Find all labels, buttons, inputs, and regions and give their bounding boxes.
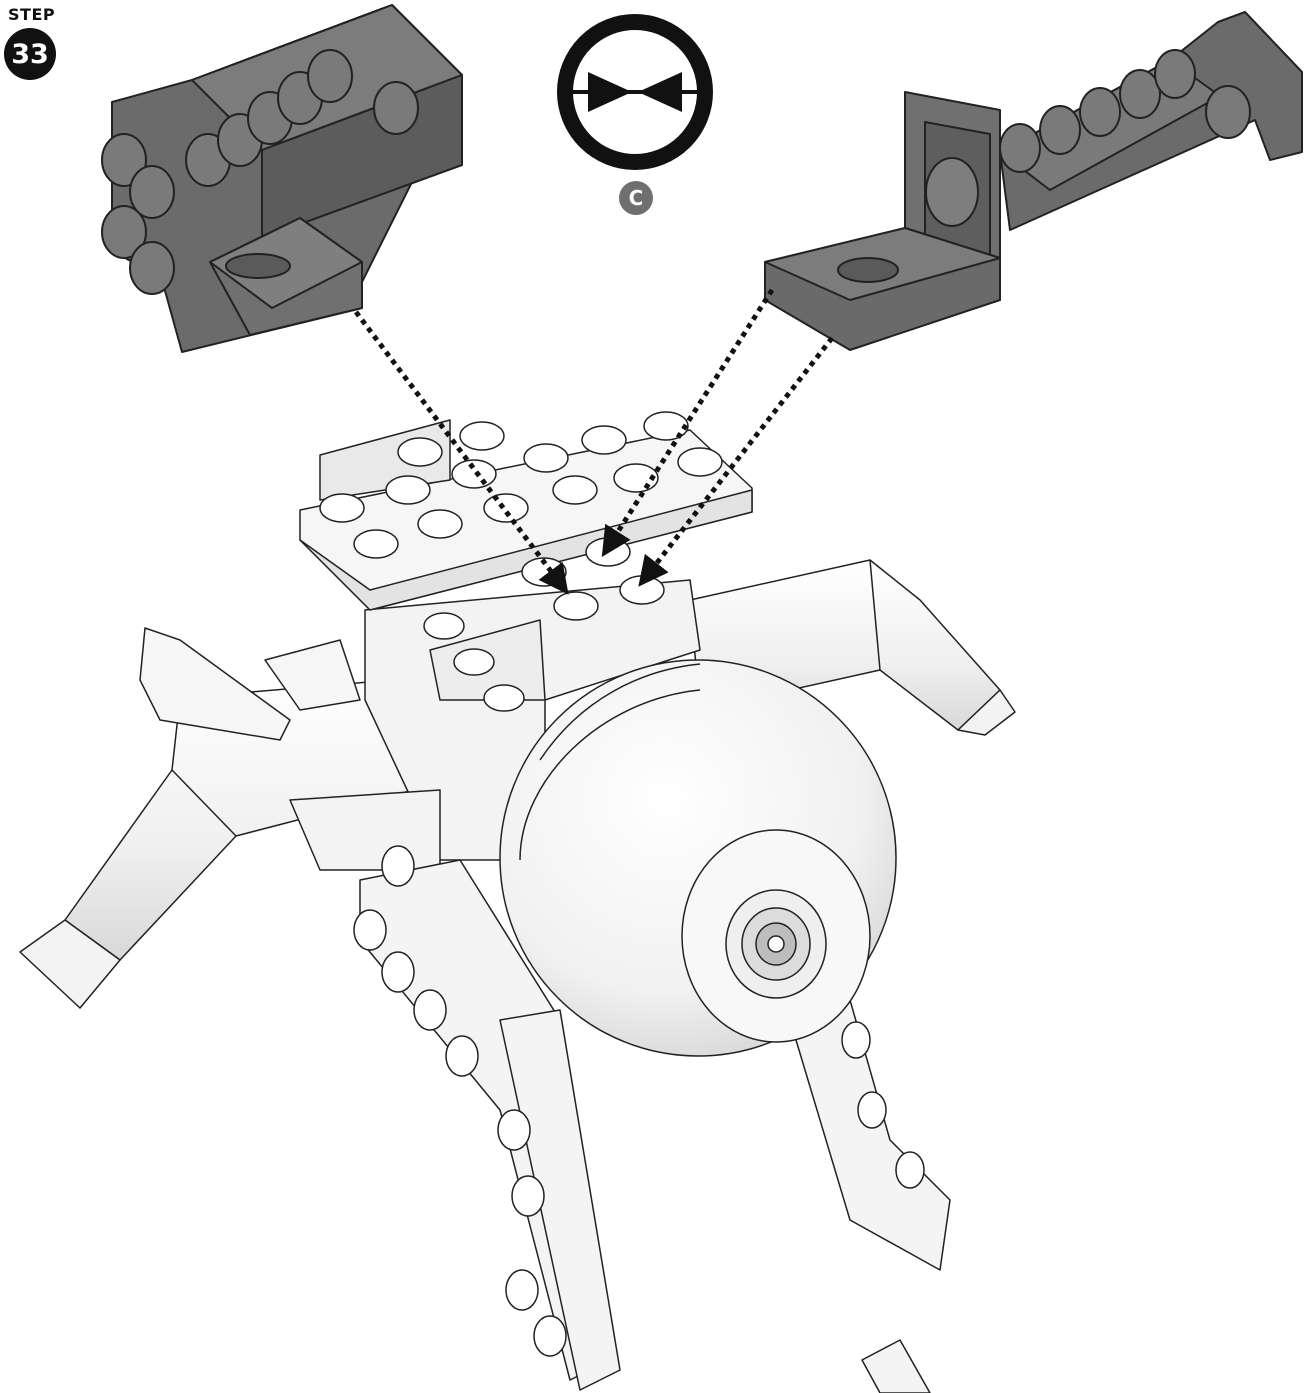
right-angle-bracket-part <box>765 12 1302 350</box>
left-angle-bracket-part <box>102 5 462 352</box>
sub-assembly-badge: C <box>619 181 653 215</box>
rotate-symmetric-arrows-icon <box>565 22 705 162</box>
sphere-part <box>500 660 896 1056</box>
